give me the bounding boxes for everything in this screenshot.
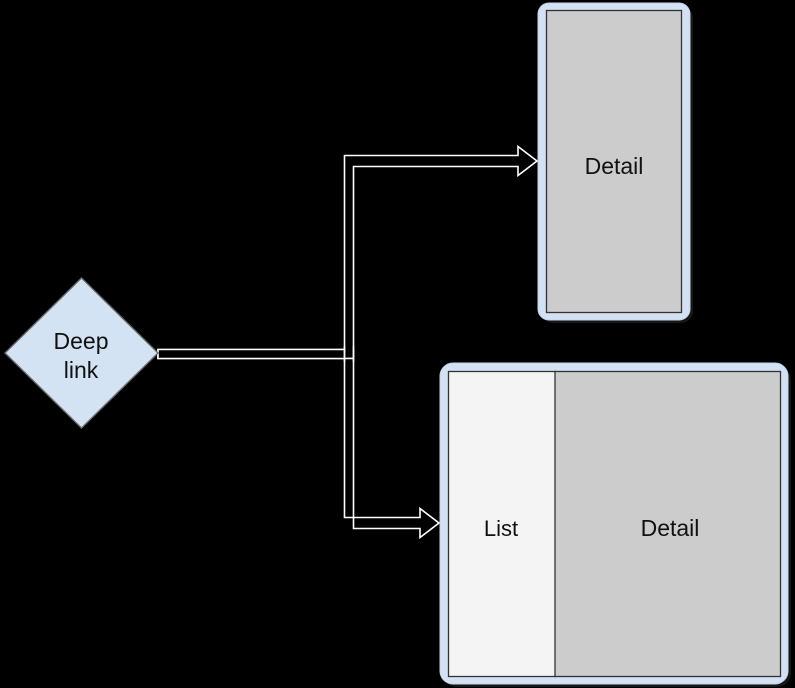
tablet-detail-label: Detail: [641, 515, 700, 541]
deep-link-label-line2: link: [64, 357, 99, 383]
deep-link-label-line1: Deep: [54, 328, 109, 354]
deep-link-diamond-shape: [4, 277, 159, 429]
tablet-list-label: List: [484, 516, 518, 541]
tablet-detail-pane[interactable]: [554, 370, 782, 678]
phone-screen: [545, 9, 683, 314]
node-tablet-list-detail[interactable]: List Detail: [439, 362, 791, 687]
phone-detail-label: Detail: [585, 153, 644, 179]
edge-junction-fill: [346, 351, 353, 358]
node-phone-detail[interactable]: Detail: [537, 2, 693, 323]
edge-line-to-tablet: [157, 348, 441, 540]
edge-line-to-phone: [157, 144, 539, 360]
edge-deeplink-to-tablet[interactable]: [157, 348, 441, 540]
edge-deeplink-to-phone-detail[interactable]: [157, 144, 539, 360]
node-deep-link[interactable]: Deep link: [4, 277, 159, 429]
